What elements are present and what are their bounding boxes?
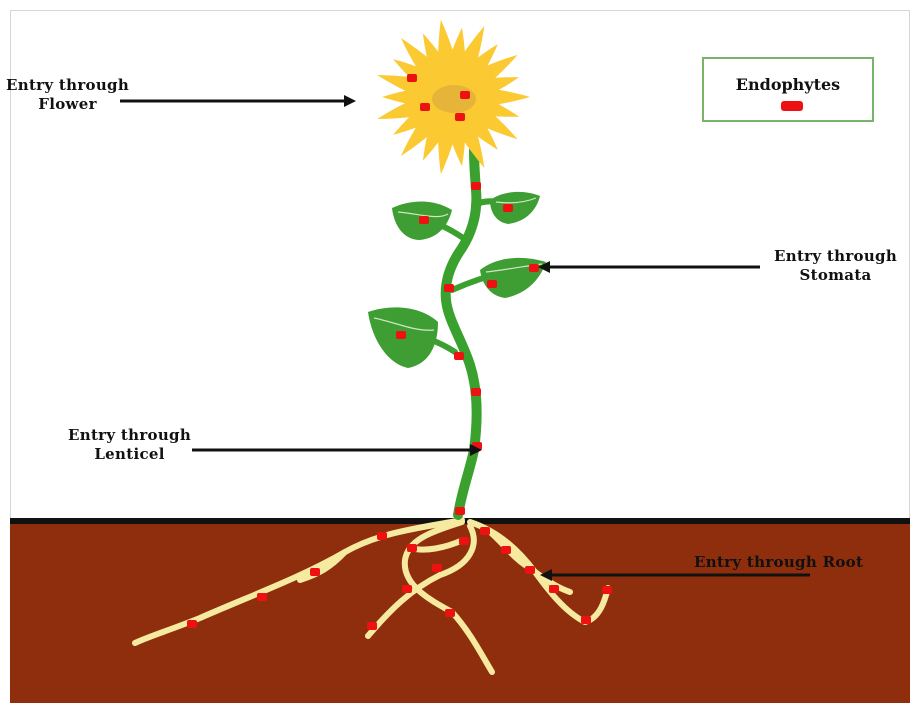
endophyte-marker [455,113,465,121]
entry-arrows [120,95,810,581]
leaf-upper-right [490,192,540,224]
label-entry-root: Entry through Root [694,553,863,572]
label-entry-flower-line1: Entry through [6,76,129,95]
endophyte-marker [525,566,535,574]
endophyte-marker [471,182,481,190]
arrow-lenticel [192,444,482,456]
label-entry-stomata-line1: Entry through [774,247,897,266]
endophyte-marker [503,204,513,212]
legend-endophyte-swatch [781,101,803,111]
endophyte-marker [445,609,455,617]
label-entry-flower: Entry through Flower [6,76,129,114]
sunflower-head [374,18,530,175]
label-entry-lenticel: Entry through Lenticel [68,426,191,464]
endophyte-marker [480,527,490,535]
endophyte-marker [432,564,442,572]
endophyte-marker [454,352,464,360]
endophyte-marker [460,91,470,99]
endophyte-marker [419,216,429,224]
endophyte-marker [602,586,612,594]
soil-ground [10,522,910,703]
label-entry-lenticel-line1: Entry through [68,426,191,445]
endophyte-marker [407,544,417,552]
arrow-flower [120,95,356,107]
endophyte-marker [455,507,465,515]
arrow-stomata [538,261,760,273]
legend-box: Endophytes [702,57,874,122]
endophyte-marker [187,620,197,628]
endophyte-marker [471,388,481,396]
label-entry-lenticel-line2: Lenticel [68,445,191,464]
endophyte-marker [487,280,497,288]
endophyte-marker [402,585,412,593]
flower-center [432,85,476,113]
endophyte-marker [581,616,591,624]
label-entry-stomata-line2: Stomata [774,266,897,285]
endophyte-marker [501,546,511,554]
legend-title: Endophytes [704,75,872,94]
endophyte-marker [407,74,417,82]
label-entry-root-text: Entry through Root [694,553,863,572]
endophyte-marker [310,568,320,576]
endophyte-marker [529,264,539,272]
leaf-mid-right [480,258,546,298]
endophyte-marker [377,532,387,540]
endophyte-marker [459,537,469,545]
endophyte-marker [257,593,267,601]
label-entry-flower-line2: Flower [6,95,129,114]
endophyte-marker [549,585,559,593]
endophyte-marker [444,284,454,292]
endophyte-marker [396,331,406,339]
endophyte-marker [367,622,377,630]
label-entry-stomata: Entry through Stomata [774,247,897,285]
endophyte-marker [420,103,430,111]
